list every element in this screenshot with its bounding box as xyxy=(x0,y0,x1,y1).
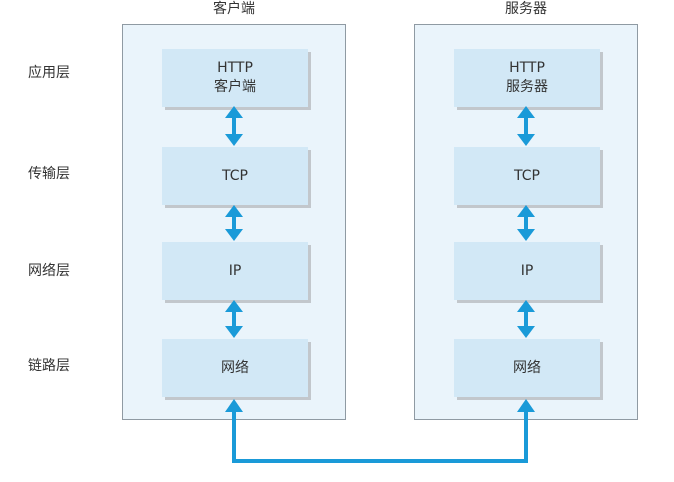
physical-connection-wire xyxy=(225,399,535,463)
server-application-box: HTTP 服务器 xyxy=(454,49,600,107)
server-link-protocol: 网络 xyxy=(513,359,541,376)
server-arrow-network-link xyxy=(517,300,535,338)
client-arrow-network-link xyxy=(225,300,243,338)
client-transport-protocol: TCP xyxy=(222,167,248,184)
layer-label-transport: 传输层 xyxy=(28,166,70,182)
client-network-box: IP xyxy=(162,242,308,300)
client-transport-box: TCP xyxy=(162,147,308,205)
client-link-box: 网络 xyxy=(162,339,308,397)
client-arrow-app-transport xyxy=(225,106,243,146)
layer-label-link: 链路层 xyxy=(28,358,70,374)
server-transport-protocol: TCP xyxy=(514,167,540,184)
client-column-title: 客户端 xyxy=(213,1,255,17)
server-column-title: 服务器 xyxy=(505,1,547,17)
layer-label-network: 网络层 xyxy=(28,263,70,279)
server-link-box: 网络 xyxy=(454,339,600,397)
client-network-protocol: IP xyxy=(228,262,242,279)
server-network-protocol: IP xyxy=(520,262,534,279)
server-arrow-app-transport xyxy=(517,106,535,146)
client-application-box: HTTP 客户端 xyxy=(162,49,308,107)
server-application-role: 服务器 xyxy=(506,79,548,95)
client-application-protocol: HTTP xyxy=(217,60,253,76)
client-application-role: 客户端 xyxy=(214,79,256,95)
client-link-protocol: 网络 xyxy=(221,359,249,376)
client-arrow-transport-network xyxy=(225,205,243,241)
server-network-box: IP xyxy=(454,242,600,300)
server-application-protocol: HTTP xyxy=(509,60,545,76)
server-arrow-transport-network xyxy=(517,205,535,241)
layer-label-application: 应用层 xyxy=(28,65,70,81)
server-transport-box: TCP xyxy=(454,147,600,205)
